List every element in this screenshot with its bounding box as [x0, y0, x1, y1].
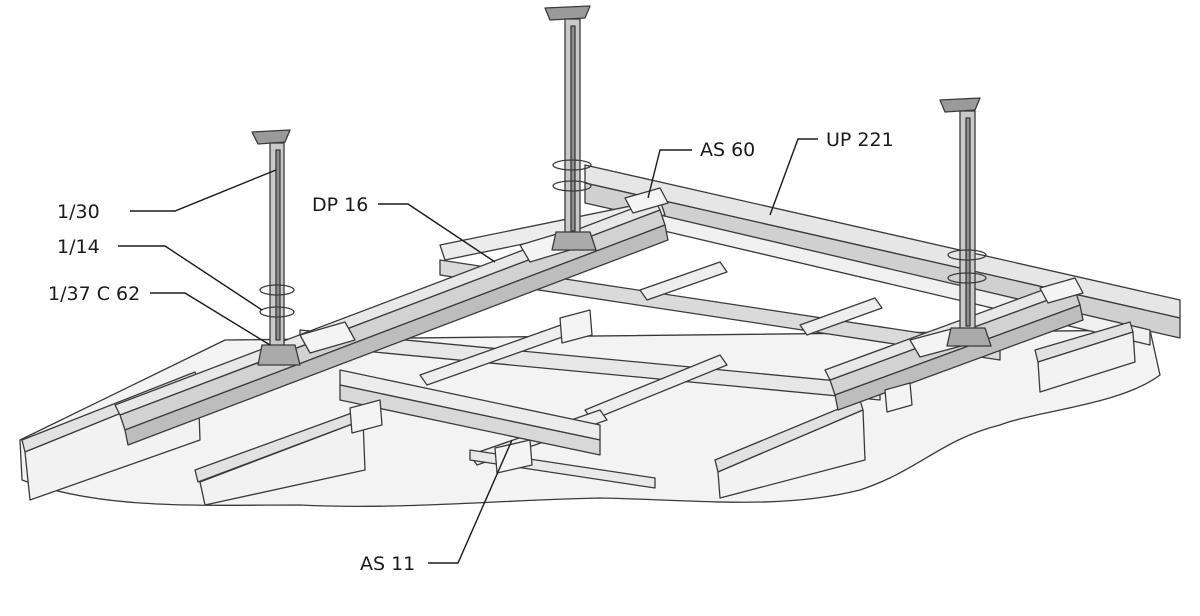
leader-lines: [118, 138, 818, 564]
hanger-left: [251, 129, 301, 366]
leader-1-14: [118, 245, 263, 311]
leader-1-30: [130, 169, 277, 212]
leader-up221: [769, 138, 818, 216]
leader-1-37: [150, 292, 271, 346]
label-1-37-c62: 1/37 C 62: [48, 283, 141, 305]
label-up221: UP 221: [826, 129, 894, 151]
hanger-right: [939, 97, 992, 347]
dp16-primary-beam: [114, 199, 669, 446]
leader-as60: [647, 149, 692, 199]
label-1-14: 1/14: [57, 236, 100, 258]
leader-dp16: [378, 203, 496, 263]
label-dp16: DP 16: [312, 194, 369, 216]
label-as11: AS 11: [360, 553, 416, 575]
label-as60: AS 60: [700, 139, 756, 161]
label-1-30: 1/30: [57, 201, 100, 223]
hanger-middle: [544, 5, 597, 251]
leader-as11: [428, 439, 513, 564]
up221-channel: [584, 164, 1181, 346]
